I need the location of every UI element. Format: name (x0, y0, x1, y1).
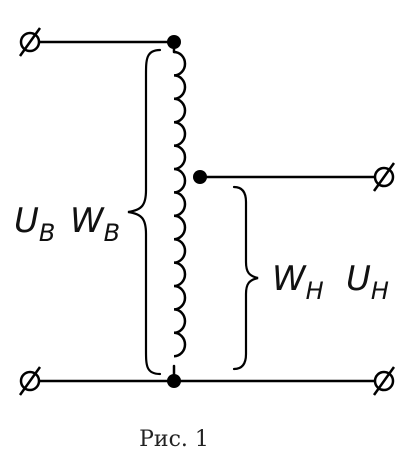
label-u-b: UB (14, 201, 55, 247)
terminal-tap-right (372, 162, 396, 192)
terminal-bottom-left (18, 366, 42, 396)
wires (38, 40, 377, 383)
junction-tap (193, 170, 207, 184)
label-w-b: WB (70, 201, 120, 247)
junction-bottom (167, 374, 181, 388)
brace-full-winding (127, 48, 162, 376)
label-u-h: UH (346, 259, 389, 305)
label-w-h: WH (272, 259, 324, 305)
terminal-top-left (18, 27, 42, 57)
terminal-bottom-right (372, 366, 396, 396)
brace-lower-winding (232, 185, 259, 371)
figure-caption: Рис. 1 (139, 427, 209, 452)
junction-top (167, 35, 181, 49)
winding-coil (173, 50, 187, 358)
